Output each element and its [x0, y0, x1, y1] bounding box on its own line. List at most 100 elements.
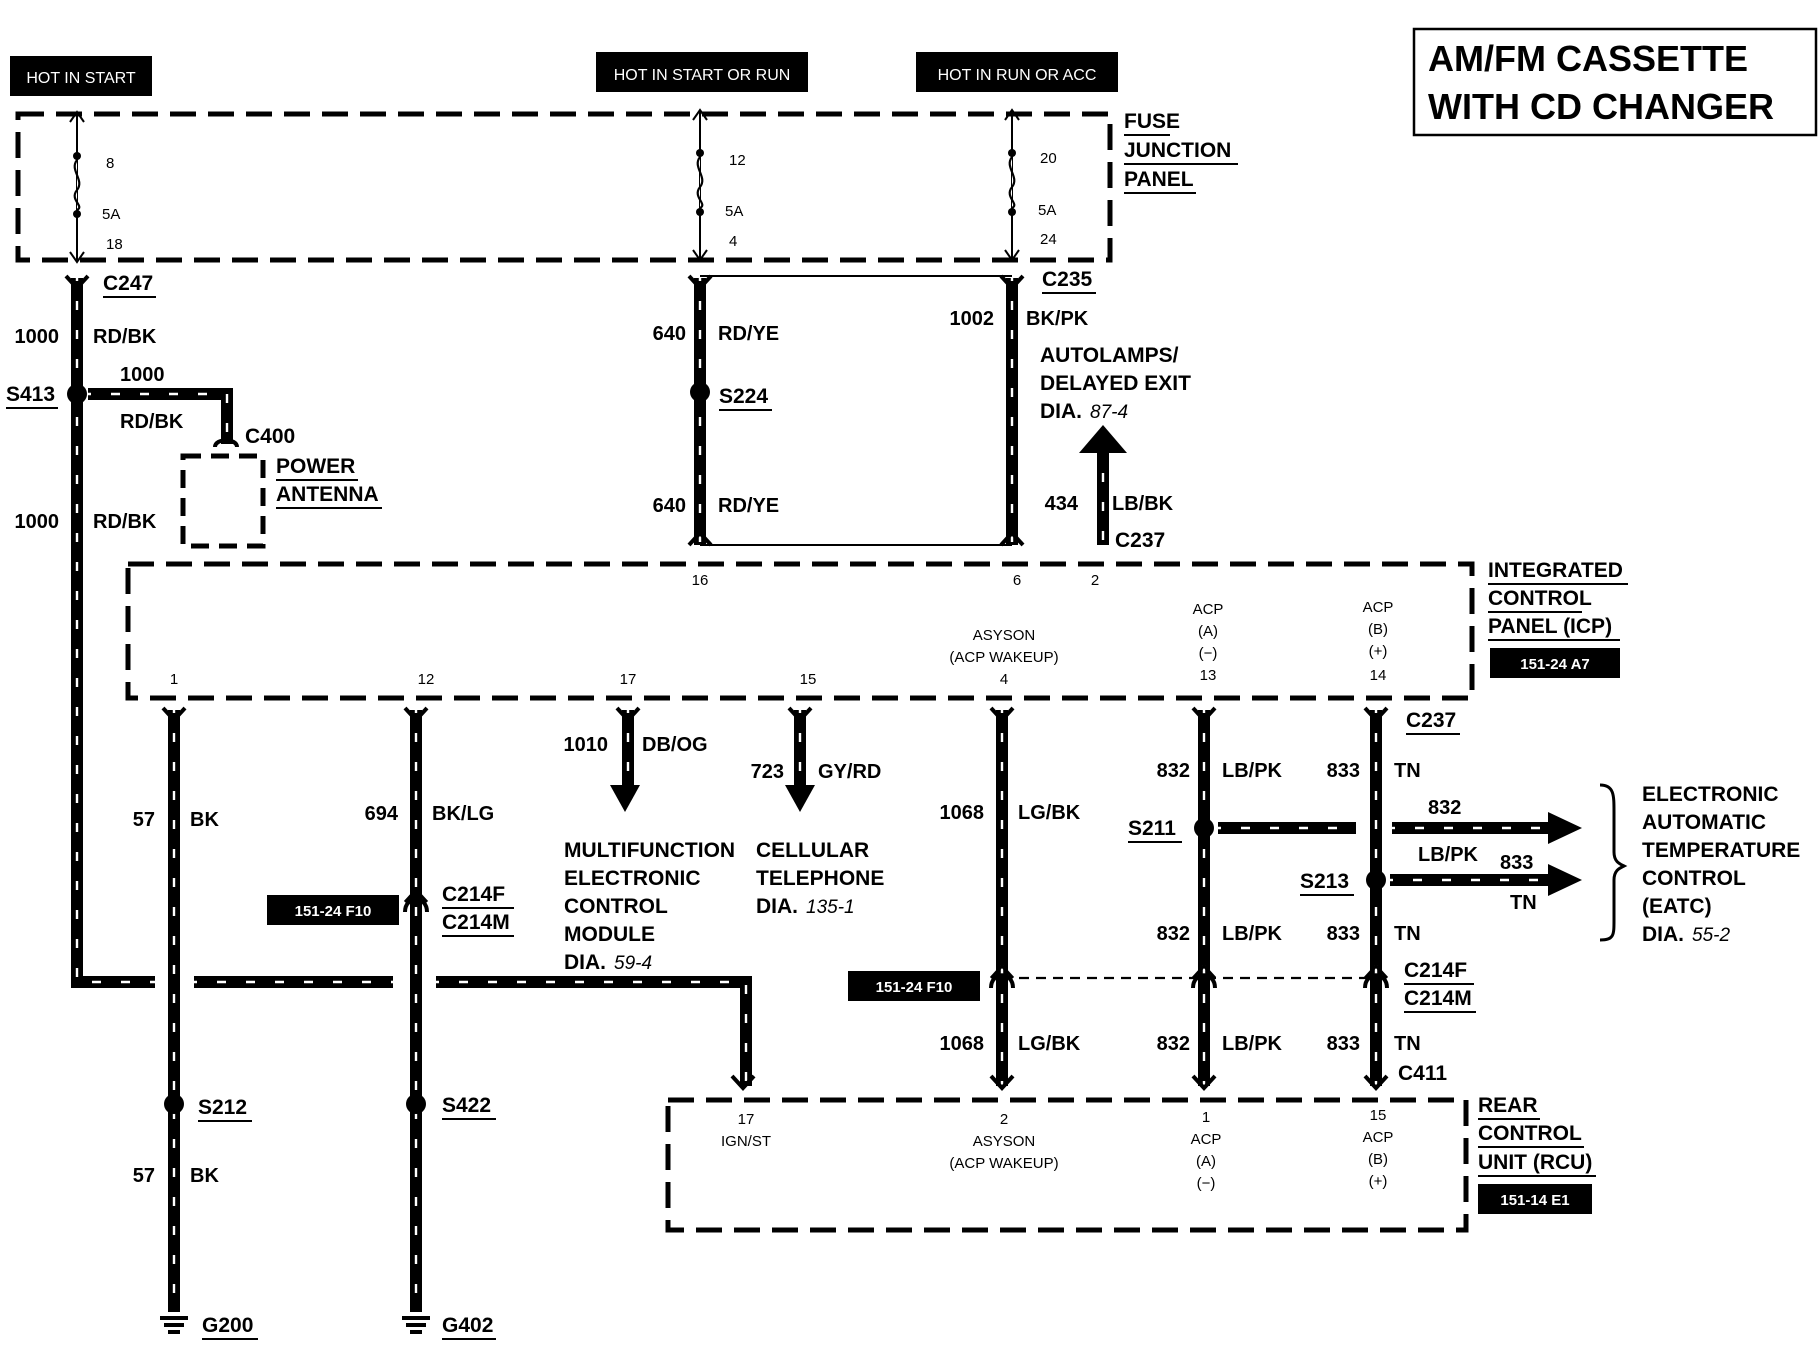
wire-labels: 1000 RD/BK 1000 RD/BK 1000 RD/BK 640 RD/…: [15, 308, 1537, 1187]
eatc-line-5: (EATC): [1642, 895, 1712, 918]
cellular-reference: CELLULAR TELEPHONE DIA.135-1: [756, 839, 884, 918]
w832-top-color: LB/PK: [1222, 760, 1283, 782]
c214m-right-label: C214M: [1404, 987, 1472, 1010]
w833-bottom-num: 833: [1327, 1033, 1360, 1055]
s212-label: S212: [198, 1096, 247, 1119]
w57-top-color: BK: [190, 809, 219, 831]
mecm-line-3: CONTROL: [564, 895, 668, 918]
w833-mid-num: 833: [1327, 923, 1360, 945]
ref-tag-left-text: 151-24 F10: [295, 903, 372, 920]
fuse-8: 8 5A 18: [69, 110, 123, 264]
autolamps-line-1: AUTOLAMPS/: [1040, 344, 1179, 367]
autolamps-dia-label: DIA.87-4: [1040, 400, 1128, 423]
icp-acpa-label: ACP: [1193, 601, 1224, 618]
icp-pin-15: 15: [800, 671, 817, 688]
icp-pin-13: 13: [1200, 667, 1217, 684]
rcu-pin-15: 15: [1370, 1107, 1387, 1124]
w640-bottom-color: RD/YE: [718, 495, 779, 517]
w832-mid-color: LB/PK: [1222, 923, 1283, 945]
w832-eatc-num: 832: [1428, 797, 1461, 819]
title-line-1: AM/FM CASSETTE: [1428, 38, 1748, 79]
w833-eatc-color: TN: [1510, 892, 1537, 914]
s213-label: S213: [1300, 870, 1349, 893]
w832-top-num: 832: [1157, 760, 1190, 782]
fuse-20-bottom: 24: [1040, 231, 1057, 248]
rcu-ref-tag: [1478, 1184, 1592, 1214]
c400-label: C400: [245, 425, 295, 448]
w833-eatc-num: 833: [1500, 852, 1533, 874]
wire-harness: [71, 275, 1552, 1312]
w723-color: GY/RD: [818, 761, 881, 783]
w1002-color: BK/PK: [1026, 308, 1089, 330]
fuse12-out-mark: [687, 274, 713, 291]
s224-dot: [690, 382, 710, 402]
icp-pin-1: 1: [170, 671, 178, 688]
w833-top-color: TN: [1394, 760, 1421, 782]
w832-mid-num: 832: [1157, 923, 1190, 945]
s212-dot: [164, 1094, 184, 1114]
w832-bottom-color: LB/PK: [1222, 1033, 1283, 1055]
icp-acpa-sign: (−): [1199, 645, 1218, 662]
rcu-name-2: CONTROL: [1478, 1122, 1582, 1145]
fuse-12-top: 12: [729, 152, 746, 169]
rcu-acpa-sign: (−): [1197, 1175, 1216, 1192]
mecm-line-2: ELECTRONIC: [564, 867, 701, 890]
power-labels: HOT IN START HOT IN START OR RUN HOT IN …: [10, 52, 1118, 96]
icp-ref-tag: [1490, 648, 1620, 678]
ref-tags: 151-24 F10 151-24 F10: [267, 895, 980, 1001]
arrow-832-to-eatc: [1548, 812, 1582, 844]
rcu-acpa-letter: (A): [1196, 1153, 1216, 1170]
title-line-2: WITH CD CHANGER: [1428, 86, 1774, 127]
c247-mark: [64, 274, 90, 291]
cellular-line-2: TELEPHONE: [756, 867, 884, 890]
mecm-reference: MULTIFUNCTION ELECTRONIC CONTROL MODULE …: [564, 839, 735, 974]
fuse-12-bottom: 4: [729, 233, 737, 250]
rcu-name-3: UNIT (RCU): [1478, 1151, 1592, 1174]
icp-pin-4: 4: [1000, 671, 1008, 688]
rcu-frame: [665, 1097, 1469, 1233]
wire-1000-vertical-stripe: [75, 278, 155, 984]
rcu-pin-2: 2: [1000, 1111, 1008, 1128]
c214f-left-label: C214F: [442, 883, 505, 906]
w833-mid-color: TN: [1394, 923, 1421, 945]
fuse-12: 12 5A 4: [692, 108, 746, 262]
fuse-panel-name-2: JUNCTION: [1124, 139, 1231, 162]
icp-pin-2: 2: [1091, 572, 1099, 589]
w723-num: 723: [751, 761, 784, 783]
w694-color: BK/LG: [432, 803, 494, 825]
c235-mark: [999, 274, 1025, 291]
fuse-8-amp: 5A: [102, 206, 120, 223]
hot-in-start-tag: [10, 56, 152, 96]
g402-label: G402: [442, 1314, 493, 1337]
s224-label: S224: [719, 385, 768, 408]
fuse-junction-panel: FUSE JUNCTION PANEL 8 5A 18 12 5A: [15, 108, 1238, 264]
ground-g200: [160, 1316, 188, 1334]
w57-bottom-color: BK: [190, 1165, 219, 1187]
eatc-brace: [1599, 783, 1628, 942]
c214f-right-label: C214F: [1404, 959, 1467, 982]
fuse-panel-frame: [15, 111, 1113, 263]
icp-acpb-label: ACP: [1363, 599, 1394, 616]
rcu-ref: 151-14 E1: [1500, 1192, 1569, 1209]
rcu-pin-17: 17: [738, 1111, 755, 1128]
arrow-to-autolamps: [1079, 425, 1127, 453]
fuse-20-top: 20: [1040, 150, 1057, 167]
w1068-bottom-num: 1068: [940, 1033, 985, 1055]
power-antenna-frame: [180, 453, 266, 549]
w1000-top-color: RD/BK: [93, 326, 157, 348]
rcu-pin-1: 1: [1202, 1109, 1210, 1126]
power-antenna-name-1: POWER: [276, 455, 355, 478]
s211-dot: [1194, 818, 1214, 838]
icp-pin-14: 14: [1370, 667, 1387, 684]
w57-top-num: 57: [133, 809, 155, 831]
c214m-left-label: C214M: [442, 911, 510, 934]
title-block: AM/FM CASSETTE WITH CD CHANGER: [1412, 27, 1818, 137]
arrow-833-to-eatc: [1548, 864, 1582, 896]
hot-in-start-label: HOT IN START: [26, 70, 136, 87]
icp-acp-wakeup-label: (ACP WAKEUP): [949, 649, 1058, 666]
s422-label: S422: [442, 1094, 491, 1117]
rcu-acpa-label: ACP: [1191, 1131, 1222, 1148]
integrated-control-panel: INTEGRATED CONTROL PANEL (ICP) 151-24 A7…: [125, 559, 1628, 701]
